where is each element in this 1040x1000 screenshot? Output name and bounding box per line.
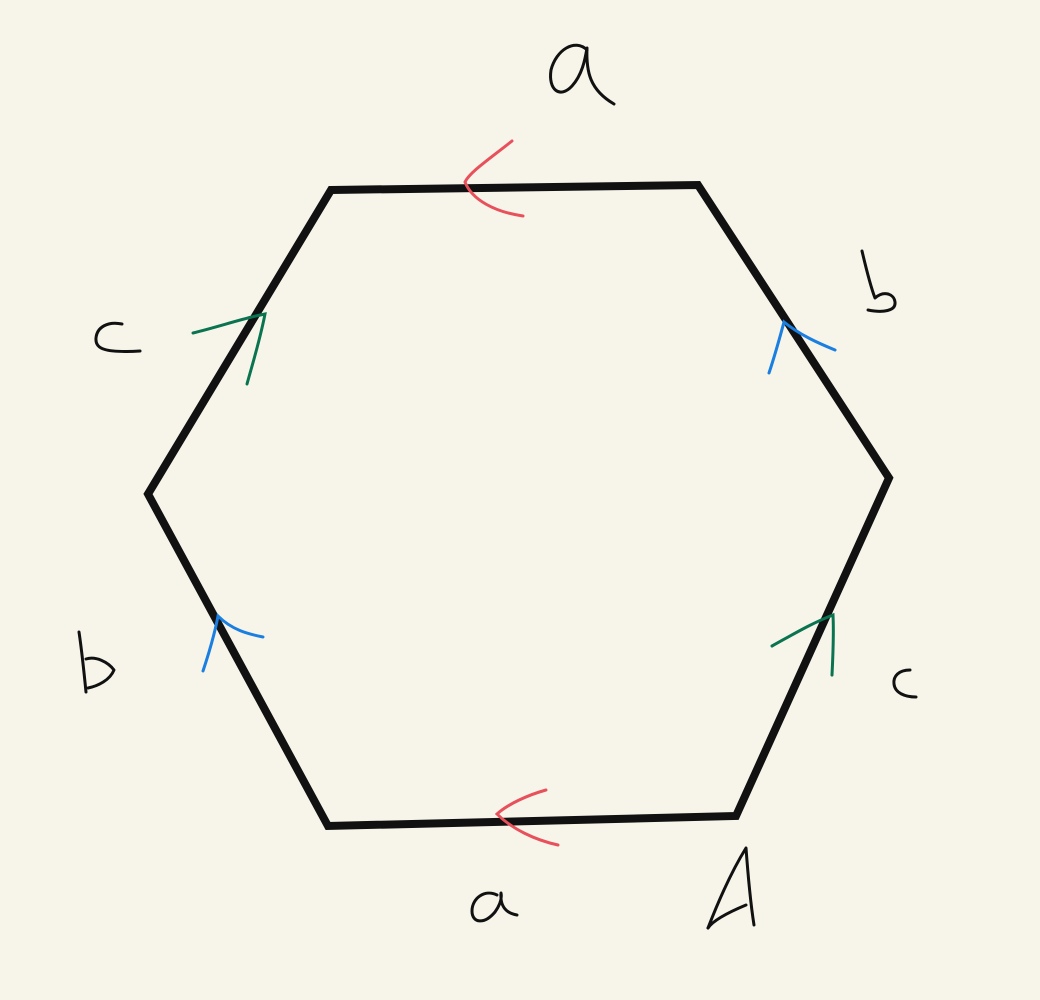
arrow-bottom-edge	[494, 788, 560, 847]
arrow-top-edge	[463, 139, 525, 218]
hexagon-outline	[143, 180, 894, 831]
edge-label-lower-left: b	[77, 630, 116, 694]
edge-label-bottom: a	[470, 891, 519, 923]
edge-label-lower-right-text: c	[905, 684, 906, 686]
edge-label-upper-left: c	[94, 321, 142, 353]
edge-label-top: a	[549, 43, 616, 106]
edge-label-upper-right: b	[860, 249, 897, 313]
edge-label-upper-right-text: b	[880, 289, 881, 291]
edge-label-top-text: a	[570, 74, 571, 76]
edge-label-upper-left-text: c	[115, 339, 116, 341]
arrow-lower-right-edge	[770, 612, 835, 677]
vertex-label-bottom-right-text: A	[732, 893, 733, 896]
vertex-label-bottom-right: A	[706, 846, 756, 930]
edge-label-lower-right: c	[892, 668, 918, 699]
arrow-lower-left-edge	[201, 612, 265, 673]
edge-label-lower-left-text: b	[95, 669, 96, 671]
arrow-upper-right-edge	[767, 319, 837, 375]
edge-label-bottom-text: a	[490, 907, 491, 909]
arrow-upper-left-edge	[191, 312, 267, 386]
